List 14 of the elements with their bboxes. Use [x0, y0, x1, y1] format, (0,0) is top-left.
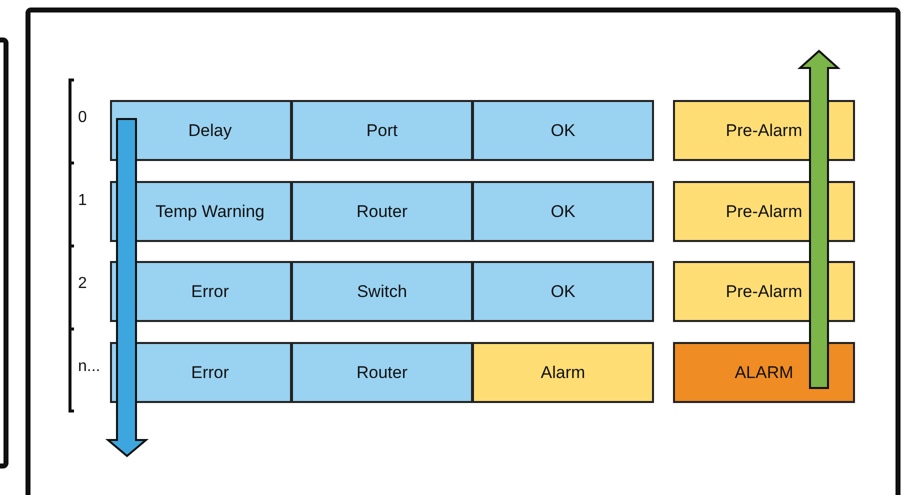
state-cell: OK: [472, 261, 654, 322]
state-cell: Alarm: [472, 342, 654, 403]
row-index: 0: [78, 109, 87, 127]
device-cell: Router: [291, 342, 473, 403]
row-index: 2: [78, 275, 87, 293]
status-cell: Delay: [110, 100, 292, 161]
alarm-level-cell: ALARM: [673, 342, 855, 403]
row-index: 1: [78, 192, 87, 210]
row-index: n...: [78, 358, 100, 376]
state-cell: OK: [472, 181, 654, 242]
device-cell: Port: [291, 100, 473, 161]
device-cell: Router: [291, 181, 473, 242]
device-cell: Switch: [291, 261, 473, 322]
state-cell: OK: [472, 100, 654, 161]
